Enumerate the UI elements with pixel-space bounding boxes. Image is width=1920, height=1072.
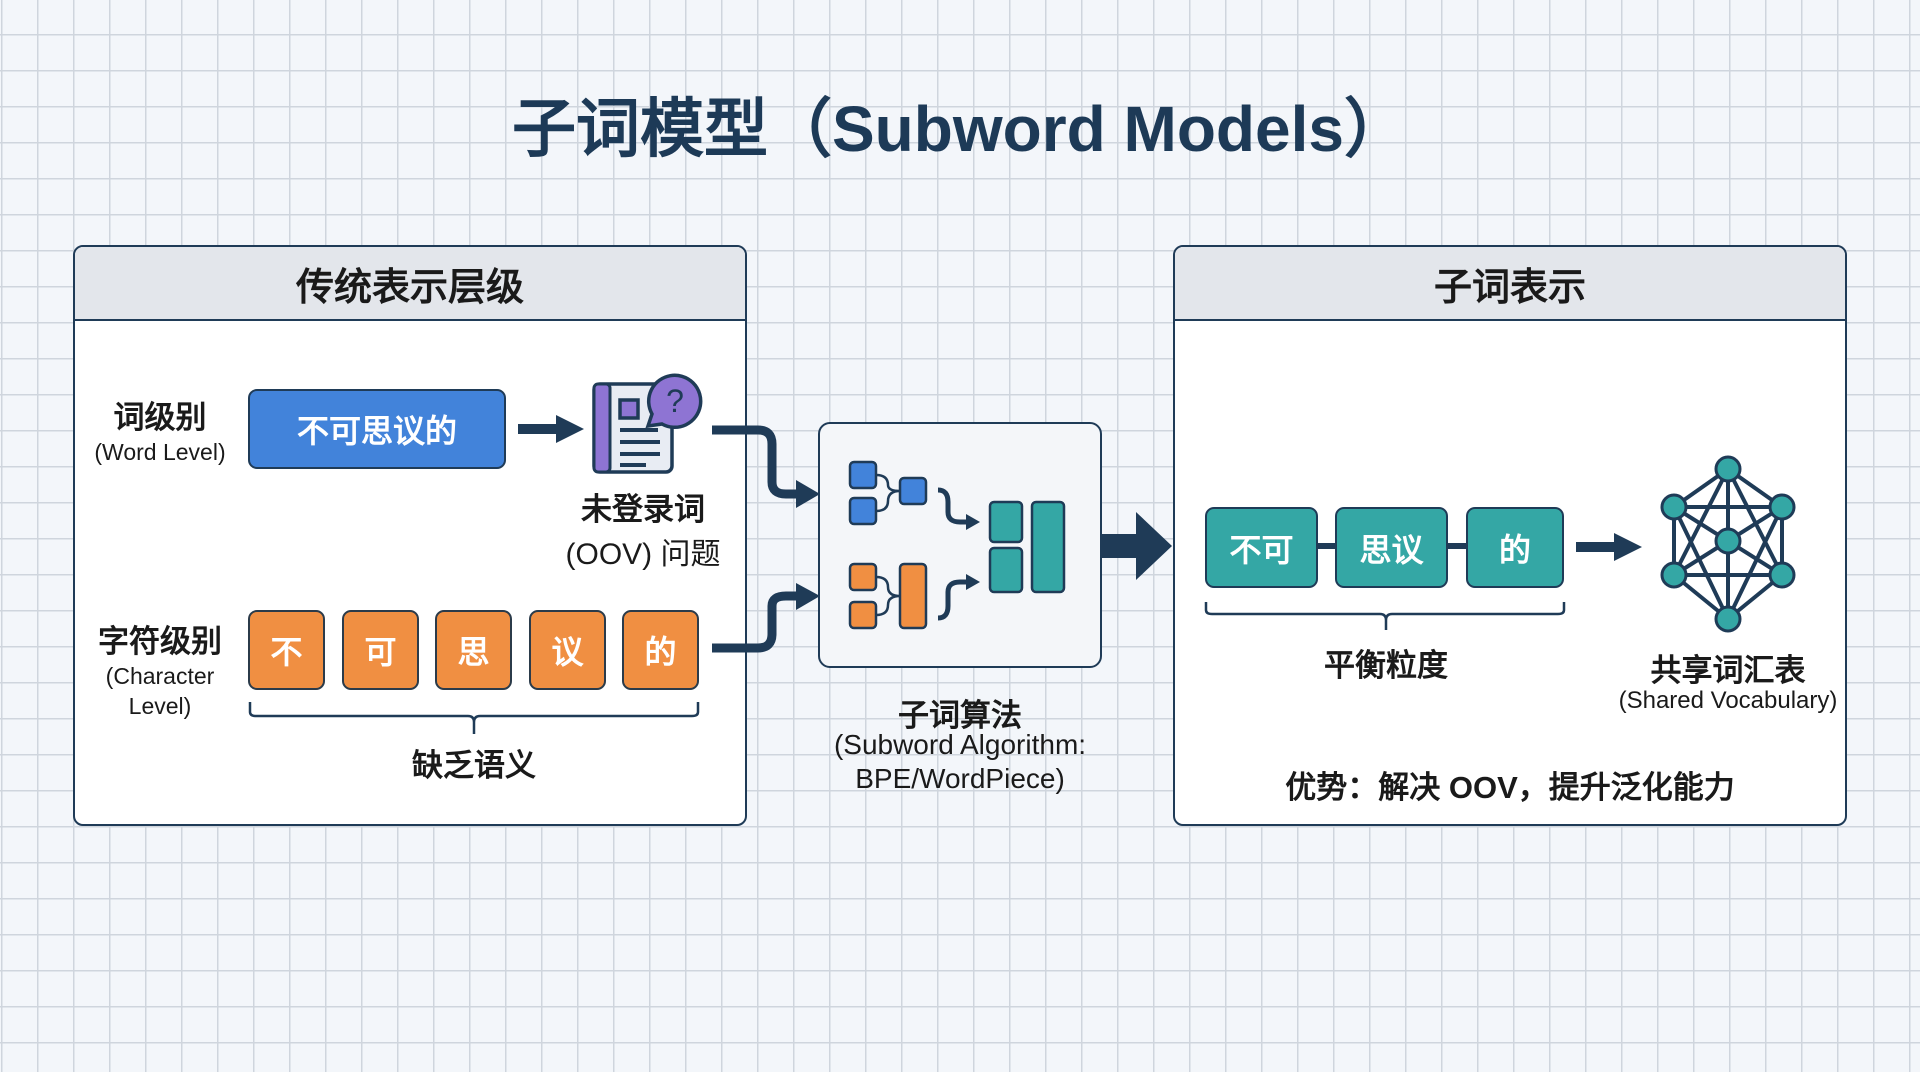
subword-token-box: 不可 (1205, 507, 1318, 588)
brace-icon (248, 702, 700, 734)
connector-arrow-top (712, 425, 820, 508)
subword-algorithm-label-zh: 子词算法 (898, 698, 1022, 733)
char-token-box: 不 (248, 610, 325, 690)
word-level-label-zh: 词级别 (113, 400, 207, 435)
shared-vocab-label-zh: 共享词汇表 (1650, 653, 1806, 688)
arrow-right-icon (518, 415, 584, 443)
char-token-box: 可 (342, 610, 419, 690)
advantage-text: 优势：解决 OOV，提升泛化能力 (1285, 770, 1735, 805)
balanced-granularity-caption: 平衡粒度 (1324, 648, 1448, 683)
word-level-label-en: (Word Level) (94, 439, 226, 465)
oov-label-en: (OOV) 问题 (565, 538, 721, 571)
char-brace-caption: 缺乏语义 (412, 748, 536, 783)
brace-icon (1204, 602, 1566, 630)
char-token-box: 议 (529, 610, 606, 690)
subword-token-box: 的 (1466, 507, 1564, 588)
arrow-right-icon (1576, 533, 1642, 561)
token-connector (1446, 543, 1468, 549)
char-level-label-en-2: Level) (128, 693, 192, 719)
traditional-levels-panel: 传统表示层级 (73, 245, 747, 826)
subword-algorithm-label-en-1: (Subword Algorithm: (833, 729, 1087, 760)
char-token-box: 思 (435, 610, 512, 690)
oov-label-zh: 未登录词 (581, 492, 705, 527)
merge-blocks-icon (848, 460, 1066, 630)
subword-token-box: 思议 (1335, 507, 1448, 588)
connector-arrow-bottom (712, 583, 820, 653)
svg-text:?: ? (666, 383, 684, 419)
word-level-label: 词级别 (Word Level) (80, 392, 240, 467)
page-title: 子词模型（Subword Models） (512, 93, 1408, 165)
oov-label: 未登录词 (OOV) 问题 (548, 484, 738, 573)
panel-header: 子词表示 (1175, 247, 1845, 321)
network-graph-icon (1660, 455, 1796, 633)
char-token-box: 的 (622, 610, 699, 690)
document-question-icon: ? (592, 373, 703, 474)
char-level-label-zh: 字符级别 (98, 624, 222, 659)
token-connector (1316, 543, 1338, 549)
char-level-label: 字符级别 (Character Level) (80, 616, 240, 721)
char-level-label-en-1: (Character (105, 663, 215, 689)
subword-algorithm-label-en-2: BPE/WordPiece) (855, 763, 1065, 794)
word-token-box: 不可思议的 (248, 389, 506, 469)
big-arrow-right-icon (1102, 512, 1172, 580)
shared-vocab-label-en: (Shared Vocabulary) (1618, 687, 1838, 714)
panel-header: 传统表示层级 (75, 247, 745, 321)
